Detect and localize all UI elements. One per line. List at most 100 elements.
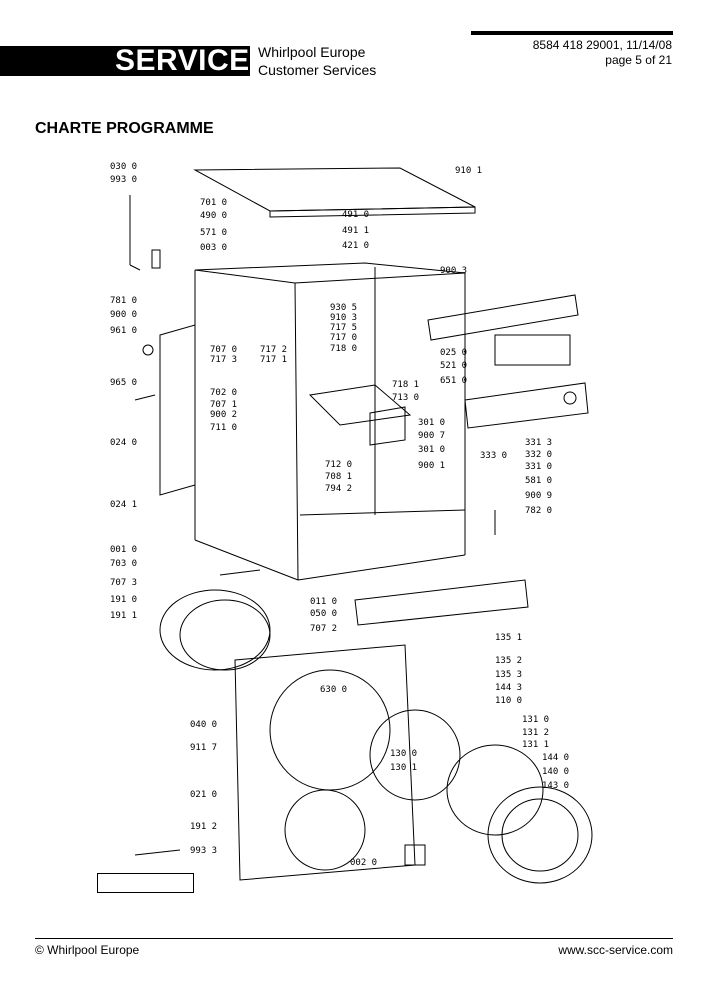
svg-text:701 0: 701 0 <box>200 198 227 208</box>
svg-text:003 0: 003 0 <box>200 243 227 253</box>
cabinet-top <box>194 262 466 284</box>
svg-text:713 0: 713 0 <box>392 393 419 403</box>
svg-text:011 0: 011 0 <box>310 597 337 607</box>
company-block: Whirlpool Europe Customer Services <box>258 43 376 79</box>
dispenser-drawer <box>369 406 406 446</box>
detergent-dispenser <box>308 384 412 426</box>
svg-text:024 0: 024 0 <box>110 438 137 448</box>
svg-text:717 2: 717 2 <box>260 345 287 355</box>
svg-text:718 0: 718 0 <box>330 344 357 354</box>
svg-text:961 0: 961 0 <box>110 326 137 336</box>
svg-text:130 1: 130 1 <box>390 763 417 773</box>
svg-text:144 0: 144 0 <box>542 753 569 763</box>
header-rule <box>471 31 673 35</box>
door-inner-ring <box>369 709 461 801</box>
door-bowl <box>487 786 593 884</box>
front-fascia <box>464 382 589 429</box>
svg-text:900 3: 900 3 <box>440 266 467 276</box>
svg-text:651 0: 651 0 <box>440 376 467 386</box>
svg-text:718 1: 718 1 <box>392 380 419 390</box>
svg-text:191 2: 191 2 <box>190 822 217 832</box>
svg-text:707 3: 707 3 <box>110 578 137 588</box>
svg-text:331 3: 331 3 <box>525 438 552 448</box>
company-division: Customer Services <box>258 62 377 78</box>
svg-text:135 3: 135 3 <box>495 670 522 680</box>
svg-text:794 2: 794 2 <box>325 484 352 494</box>
svg-text:135 2: 135 2 <box>495 656 522 666</box>
top-cover <box>193 167 476 212</box>
document-reference: 8584 418 29001, 11/14/08 page 5 of 21 <box>533 38 672 68</box>
svg-text:993 0: 993 0 <box>110 175 137 185</box>
svg-text:040 0: 040 0 <box>190 720 217 730</box>
svg-text:702 0: 702 0 <box>210 388 237 398</box>
svg-text:703 0: 703 0 <box>110 559 137 569</box>
svg-text:900 7: 900 7 <box>418 431 445 441</box>
svg-text:050 0: 050 0 <box>310 609 337 619</box>
svg-text:021 0: 021 0 <box>190 790 217 800</box>
svg-text:910 3: 910 3 <box>330 313 357 323</box>
control-panel <box>427 294 579 341</box>
svg-text:110 0: 110 0 <box>495 696 522 706</box>
svg-text:025 0: 025 0 <box>440 348 467 358</box>
svg-text:331 0: 331 0 <box>525 462 552 472</box>
drum-seal <box>159 589 271 671</box>
svg-text:930 5: 930 5 <box>330 303 357 313</box>
svg-text:191 1: 191 1 <box>110 611 137 621</box>
svg-text:131 2: 131 2 <box>522 728 549 738</box>
svg-text:144 3: 144 3 <box>495 683 522 693</box>
svg-text:782 0: 782 0 <box>525 506 552 516</box>
door-outer-frame <box>446 744 544 836</box>
svg-text:630 0: 630 0 <box>320 685 347 695</box>
svg-text:191 0: 191 0 <box>110 595 137 605</box>
service-badge <box>0 46 250 76</box>
svg-text:521 0: 521 0 <box>440 361 467 371</box>
svg-text:781 0: 781 0 <box>110 296 137 306</box>
svg-text:910 1: 910 1 <box>455 166 482 176</box>
svg-text:002 0: 002 0 <box>350 858 377 868</box>
svg-text:135 1: 135 1 <box>495 633 522 643</box>
svg-text:900 1: 900 1 <box>418 461 445 471</box>
page-number: page 5 of 21 <box>605 53 672 67</box>
svg-text:717 5: 717 5 <box>330 323 357 333</box>
svg-text:965 0: 965 0 <box>110 378 137 388</box>
svg-text:301 0: 301 0 <box>418 445 445 455</box>
svg-text:717 1: 717 1 <box>260 355 287 365</box>
svg-text:301 0: 301 0 <box>418 418 445 428</box>
service-badge-label: SERVICE <box>115 44 250 77</box>
footer-website: www.scc-service.com <box>558 943 673 957</box>
svg-text:491 1: 491 1 <box>342 226 369 236</box>
svg-text:993 3: 993 3 <box>190 846 217 856</box>
svg-text:900 2: 900 2 <box>210 410 237 420</box>
svg-text:707 1: 707 1 <box>210 400 237 410</box>
top-cover-edge <box>269 206 476 218</box>
plinth <box>354 579 529 626</box>
svg-text:717 3: 717 3 <box>210 355 237 365</box>
svg-text:708 1: 708 1 <box>325 472 352 482</box>
svg-text:900 0: 900 0 <box>110 310 137 320</box>
footer-copyright: © Whirlpool Europe <box>35 943 140 957</box>
svg-text:140 0: 140 0 <box>542 767 569 777</box>
filter-cover <box>404 844 426 866</box>
exploded-parts-diagram: 030 0 993 0 701 0 490 0 571 0 003 0 781 … <box>110 162 593 884</box>
svg-text:421 0: 421 0 <box>342 241 369 251</box>
doc-number-date: 8584 418 29001, 11/14/08 <box>532 38 672 52</box>
svg-text:001 0: 001 0 <box>110 545 137 555</box>
svg-text:911 7: 911 7 <box>190 743 217 753</box>
svg-text:143 0: 143 0 <box>542 781 569 791</box>
electronic-board <box>494 334 571 366</box>
svg-text:571 0: 571 0 <box>200 228 227 238</box>
svg-text:900 9: 900 9 <box>525 491 552 501</box>
svg-text:717 0: 717 0 <box>330 333 357 343</box>
svg-text:333 0: 333 0 <box>480 451 507 461</box>
section-title: CHARTE PROGRAMME <box>35 120 214 137</box>
porthole-glass <box>284 789 366 871</box>
svg-text:130 0: 130 0 <box>390 749 417 759</box>
svg-text:581 0: 581 0 <box>525 476 552 486</box>
svg-text:131 0: 131 0 <box>522 715 549 725</box>
svg-text:490 0: 490 0 <box>200 211 227 221</box>
company-name: Whirlpool Europe <box>258 44 366 60</box>
side-panel <box>159 324 196 496</box>
front-panel <box>234 644 416 881</box>
svg-text:707 2: 707 2 <box>310 624 337 634</box>
blank-box <box>97 873 194 893</box>
